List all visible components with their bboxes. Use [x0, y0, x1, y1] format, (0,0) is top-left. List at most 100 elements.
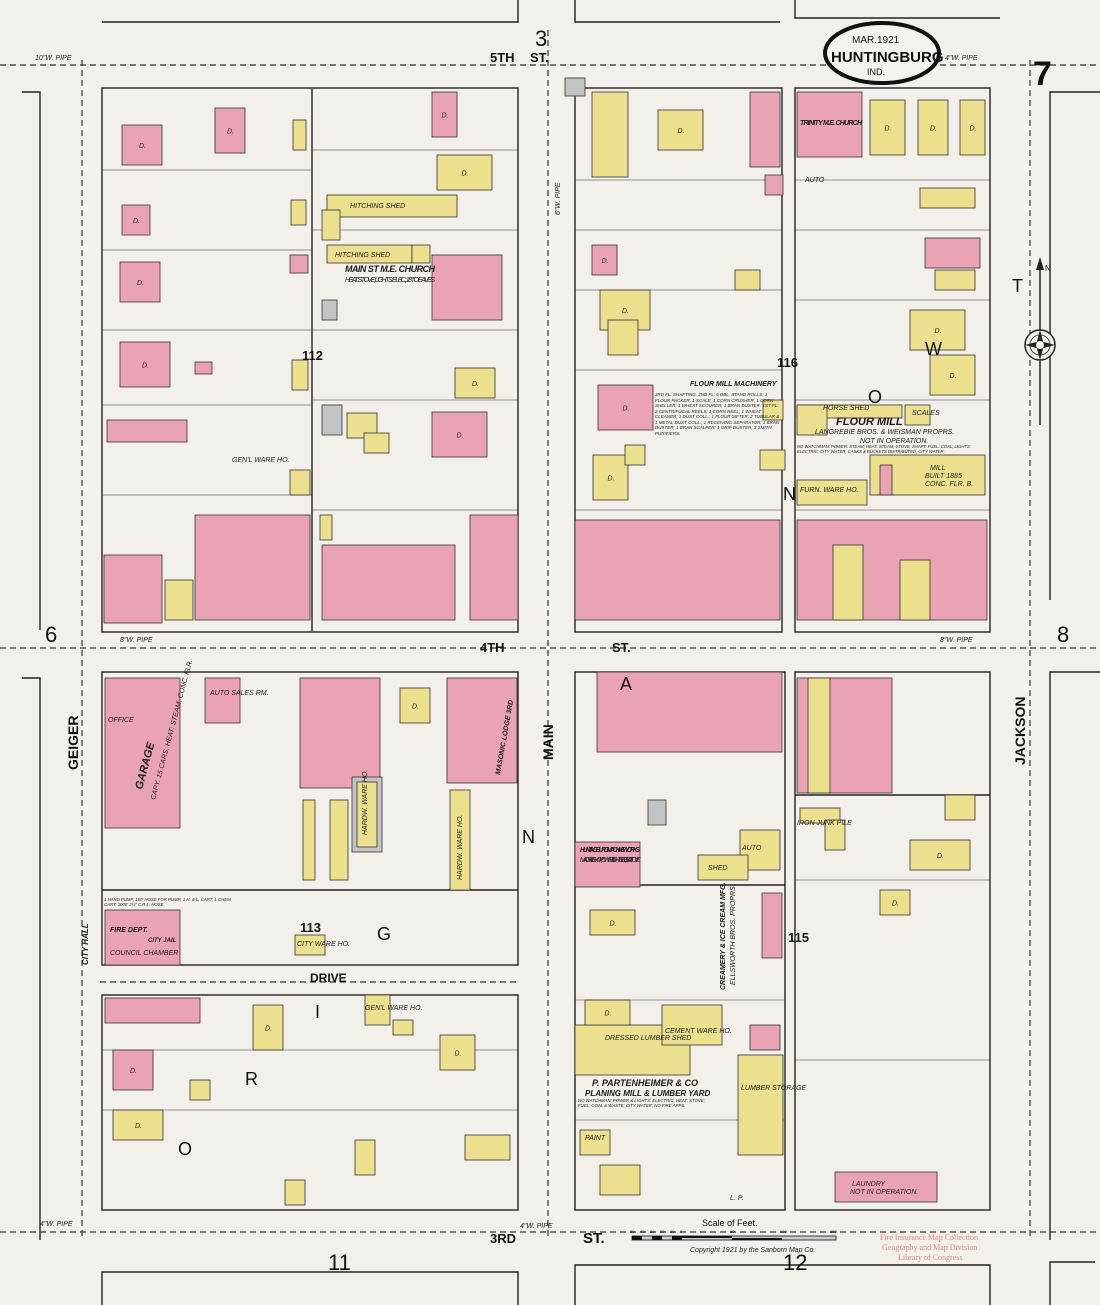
scale-tick-label: 20 [660, 1229, 665, 1234]
pipe-label: 4"W. PIPE [945, 55, 978, 62]
brick-building [194, 514, 311, 621]
north-arrow-compass: N [1024, 257, 1056, 425]
dwelling-label: D. [137, 280, 144, 287]
label-city-jail: CITY JAIL [148, 938, 177, 944]
label-main-st-church: MAIN ST M.E. CHURCH [345, 264, 436, 274]
dwelling-label: D. [608, 476, 615, 483]
letter: T [1012, 276, 1023, 296]
city-blocks [101, 87, 991, 1211]
brick-building [446, 677, 518, 784]
frame-building [904, 404, 931, 426]
pipe-label: 6"W. PIPE [555, 182, 562, 215]
stone-building [647, 799, 667, 826]
brick-building [469, 514, 519, 621]
label-genl-ware-ho-2: GEN'L WARE HO. [365, 1005, 423, 1012]
frame-building [294, 934, 326, 956]
dwelling-label: D. [455, 1051, 462, 1058]
dwelling-label: D. [610, 921, 617, 928]
stamp-line: Library of Congress [898, 1253, 962, 1262]
frame-building [292, 119, 307, 151]
brick-building [796, 519, 988, 621]
brick-building [194, 361, 213, 375]
frame-building [599, 1164, 641, 1196]
brick-building [104, 997, 201, 1024]
pipe-label: 10"W. PIPE [35, 55, 72, 62]
brick-building [749, 1024, 781, 1051]
label-horse-shed: HORSE SHED [823, 405, 869, 412]
dwelling-label: D. [623, 406, 630, 413]
street-5th: 5TH [490, 50, 515, 65]
adjoining-sheet-11[interactable]: 11 [328, 1250, 351, 1275]
label-mill-floor: CONC. FLR. B. [925, 481, 973, 488]
label-flour-mill-machinery: FLOUR MILL MACHINERY [690, 381, 778, 388]
brick-building [106, 419, 188, 443]
frame-building [869, 99, 906, 156]
frame-building [796, 404, 828, 436]
dwelling-label: D. [133, 218, 140, 225]
street-4th: 4TH [480, 640, 505, 655]
dwelling-label: D. [950, 373, 957, 380]
street-4th-st: ST. [612, 640, 631, 655]
frame-building [321, 209, 341, 241]
frame-building [364, 994, 391, 1026]
frame-building [584, 999, 631, 1026]
letter: G [377, 924, 391, 944]
brick-building [834, 1171, 938, 1203]
letter: A [620, 674, 632, 694]
dwelling-label: D. [678, 128, 685, 135]
dwelling-label: D. [462, 171, 469, 178]
frame-building [661, 1004, 723, 1046]
letter: W [925, 339, 942, 359]
label-council: COUNCIL CHAMBER [110, 950, 178, 957]
label-shed: SHED [708, 865, 727, 872]
frame-building [326, 194, 458, 218]
frame-building [189, 1079, 211, 1101]
adjoining-sheet-6[interactable]: 6 [45, 622, 57, 647]
dwelling-label: D. [412, 704, 419, 711]
frame-building [624, 444, 646, 466]
label-flour-mill-notes: NO WATCHMAN: POWER: STEAM; HEAT: STEAM, … [797, 445, 971, 453]
frame-building [919, 187, 976, 209]
label-auto-2: AUTO [804, 177, 825, 184]
block-number-116: 116 [777, 355, 798, 370]
label-fire-note: 1 HAND PUMP, 150' HOSE FOR PUMP; 1 H. & … [104, 897, 232, 907]
label-machinery-notes: 3RD FL: SHAFTING. 2ND FL: 6 DBL. STAND R… [655, 392, 779, 436]
dwelling-label: D. [265, 1026, 272, 1033]
label-hitching-shed-1: HITCHING SHED [350, 203, 405, 210]
frame-building [302, 799, 316, 881]
frame-building [759, 449, 786, 471]
frame-building [832, 544, 864, 621]
frame-building [591, 91, 629, 178]
adjoining-sheet-12[interactable]: 12 [783, 1250, 807, 1275]
title-city: HUNTINGBURG [831, 49, 944, 66]
adjoining-sheet-3[interactable]: 3 [535, 26, 547, 51]
label-laundry-note: NOT IN OPERATION. [850, 1189, 918, 1196]
frame-building [449, 789, 471, 891]
frame-building [929, 354, 976, 396]
frame-building [284, 1179, 306, 1206]
block-number-115: 115 [788, 930, 809, 945]
frame-building [879, 889, 911, 916]
title-date: MAR.1921 [852, 35, 900, 46]
adjoining-sheet-8[interactable]: 8 [1057, 622, 1069, 647]
brick-building [574, 841, 641, 888]
brick-building [796, 91, 863, 158]
title-cartouche: MAR.1921 HUNTINGBURG IND. [823, 21, 944, 85]
frame-building [734, 269, 761, 291]
label-flour-mill: FLOUR MILL [836, 416, 903, 428]
frame-building [399, 687, 431, 724]
library-stamp: Fire Insurance Map Collection Geography … [880, 1233, 978, 1262]
dwelling-label: D. [472, 381, 479, 388]
label-furn-ware-ho: FURN. WARE HO. [800, 487, 859, 494]
dwelling-label: D. [930, 126, 937, 133]
label-hitching-shed-2: HITCHING SHED [335, 252, 390, 259]
dwelling-label: D. [935, 328, 942, 335]
dwelling-label: D. [970, 126, 977, 133]
brick-building [764, 174, 784, 196]
large-lettering: T O W N A N G O R I [178, 276, 1023, 1159]
frame-building [959, 99, 986, 156]
label-lumber-pile: L. P. [730, 1195, 744, 1202]
street-drive: DRIVE [310, 971, 347, 985]
label-planing-mill: PLANING MILL & LUMBER YARD [585, 1089, 711, 1098]
